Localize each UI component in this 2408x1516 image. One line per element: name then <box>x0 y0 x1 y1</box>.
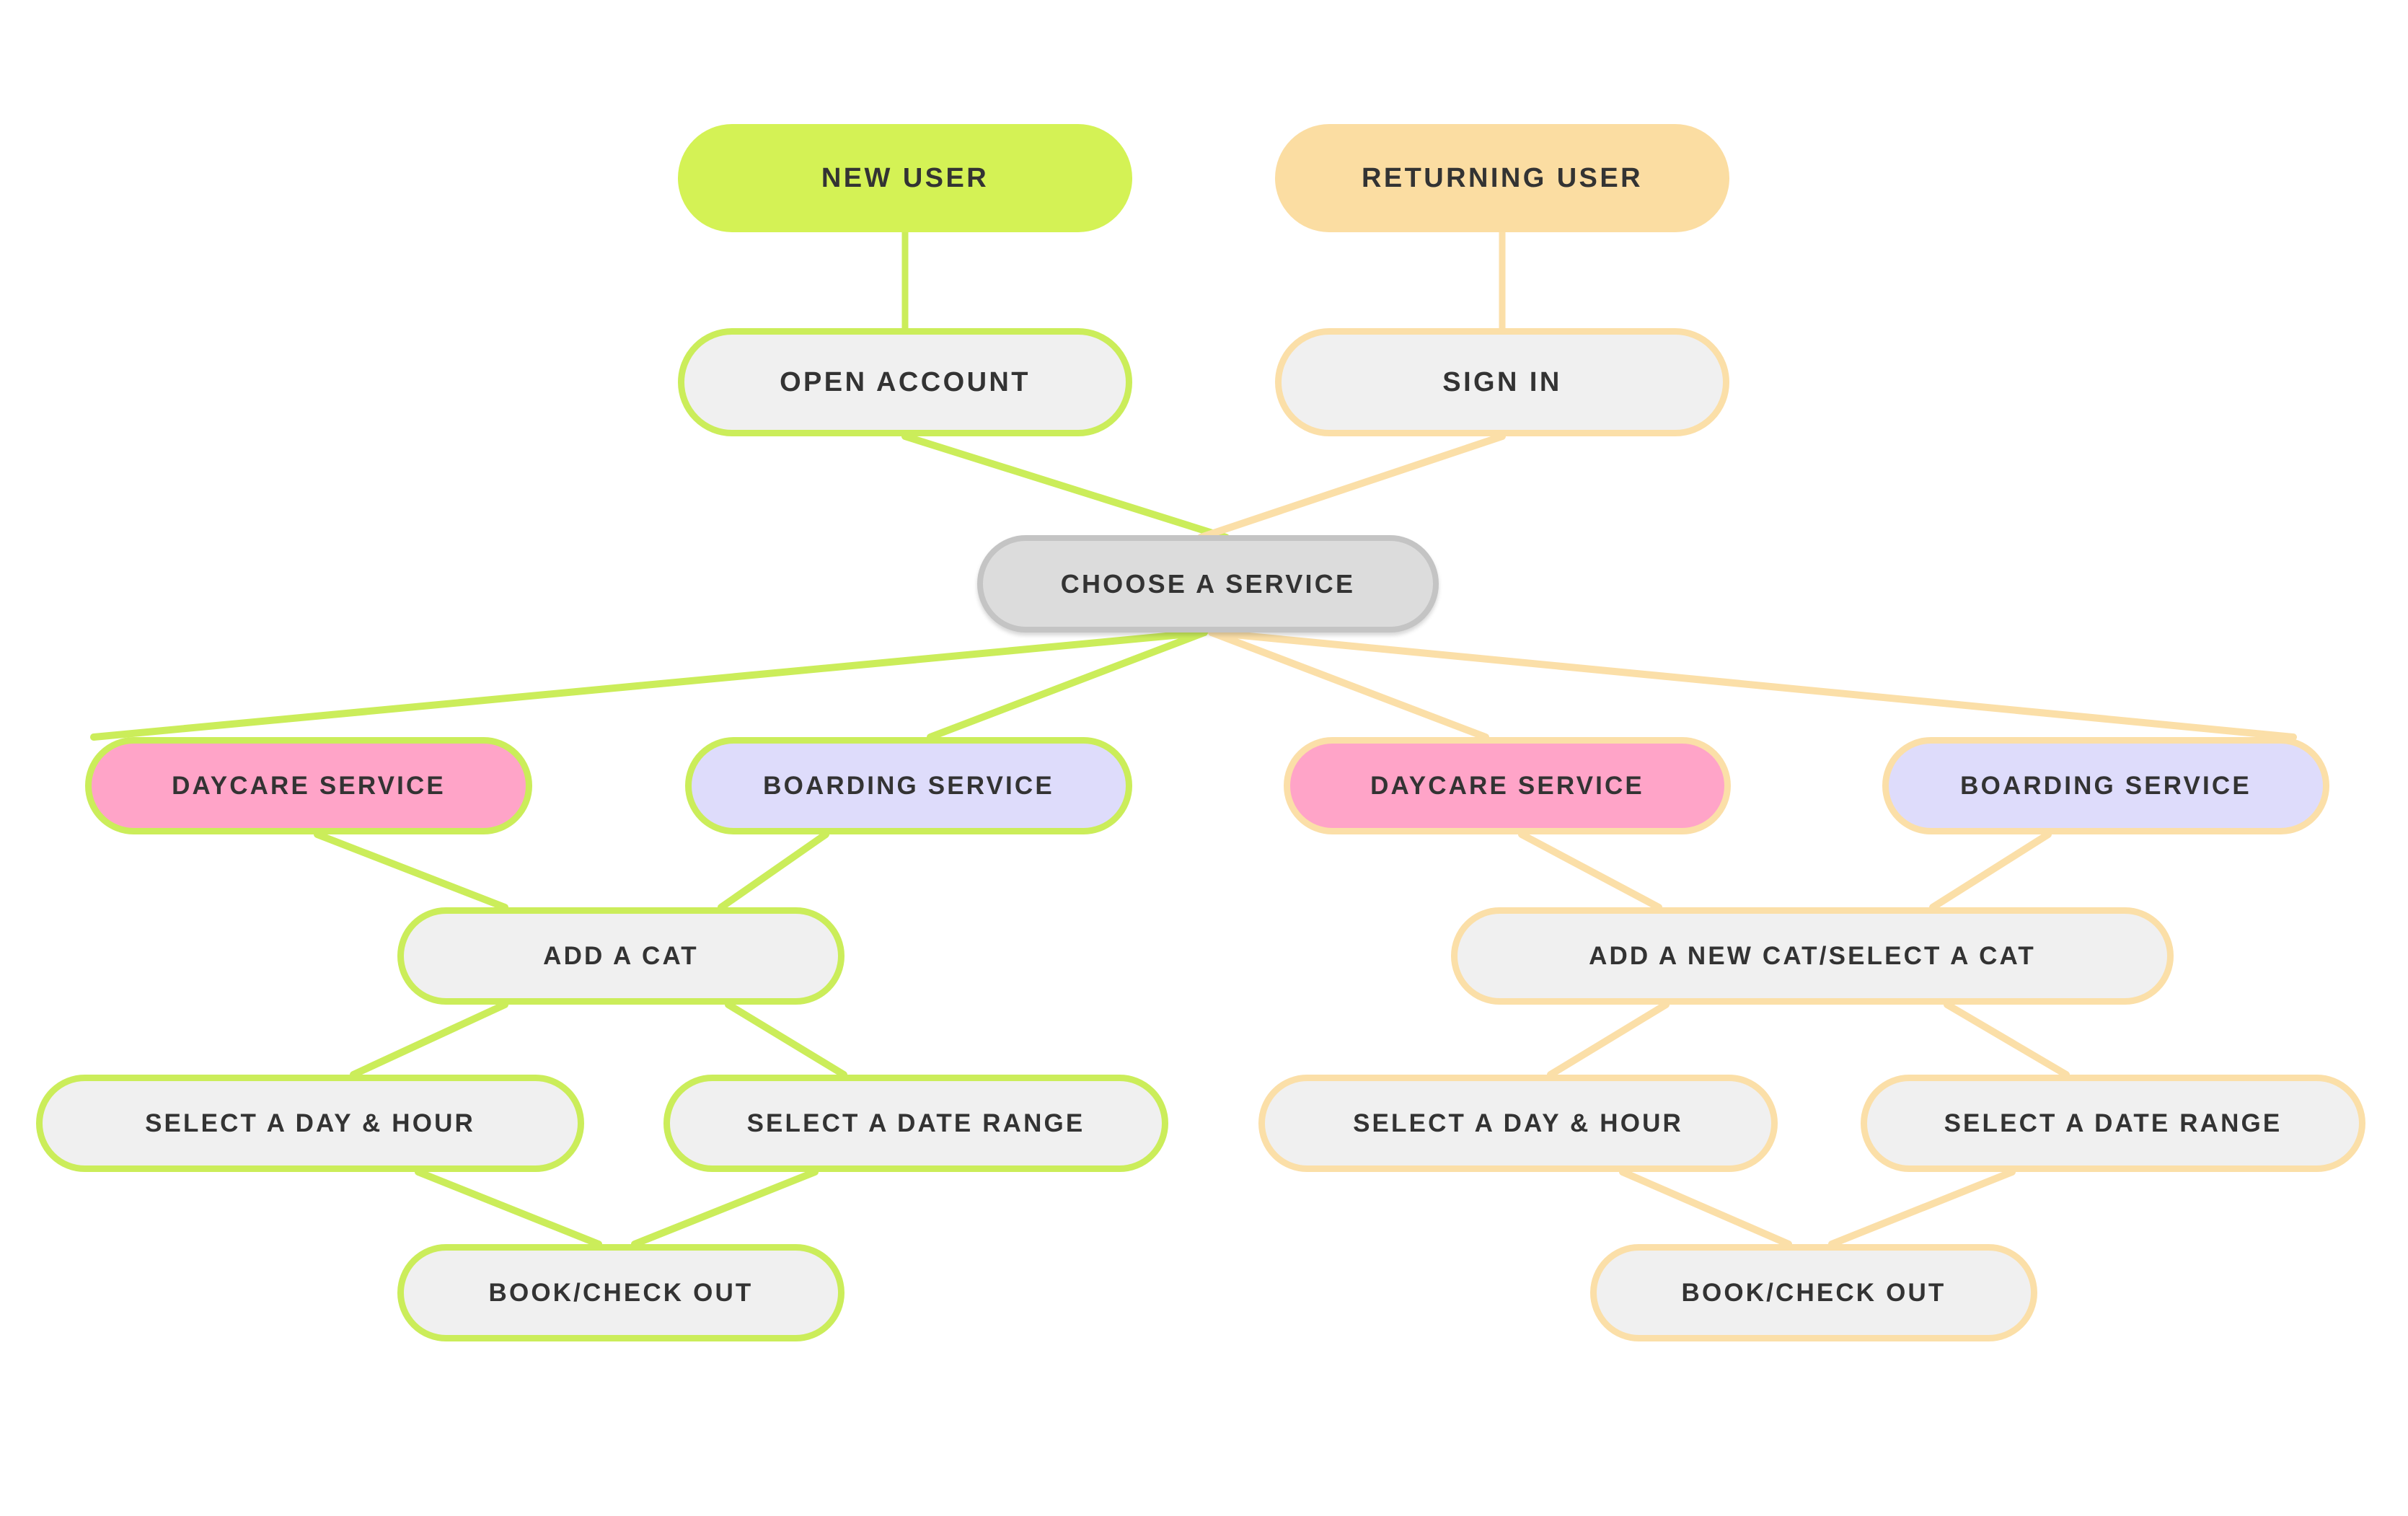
node-label-daycare-service-returning: DAYCARE SERVICE <box>1370 772 1644 800</box>
edge-select-date-range-returning-to-book-check-out-returning <box>1828 1168 2016 1248</box>
node-label-open-account: OPEN ACCOUNT <box>780 367 1031 397</box>
edge-add-a-cat-to-select-date-range-new <box>725 1001 847 1078</box>
node-open-account[interactable]: OPEN ACCOUNT <box>678 328 1132 436</box>
node-label-daycare-service-new: DAYCARE SERVICE <box>172 772 446 800</box>
edge-choose-a-service-to-daycare-service-new <box>90 629 1208 741</box>
node-label-select-day-hour-returning: SELECT A DAY & HOUR <box>1353 1109 1683 1137</box>
node-boarding-service-returning[interactable]: BOARDING SERVICE <box>1882 737 2329 834</box>
node-label-returning-user: RETURNING USER <box>1362 163 1643 193</box>
node-label-select-day-hour-new: SELECT A DAY & HOUR <box>145 1109 475 1137</box>
edge-open-account-to-choose-a-service <box>901 433 1230 541</box>
node-select-date-range-returning[interactable]: SELECT A DATE RANGE <box>1861 1075 2365 1172</box>
node-select-day-hour-returning[interactable]: SELECT A DAY & HOUR <box>1258 1075 1778 1172</box>
node-label-add-a-cat: ADD A CAT <box>543 942 699 970</box>
node-daycare-service-new[interactable]: DAYCARE SERVICE <box>85 737 532 834</box>
edge-add-a-cat-to-select-day-hour-new <box>350 1001 508 1078</box>
node-daycare-service-returning[interactable]: DAYCARE SERVICE <box>1284 737 1731 834</box>
edge-select-day-hour-new-to-book-check-out-new <box>415 1168 602 1248</box>
node-add-new-cat-select-cat[interactable]: ADD A NEW CAT/SELECT A CAT <box>1451 907 2174 1005</box>
node-sign-in[interactable]: SIGN IN <box>1275 328 1729 436</box>
node-label-select-date-range-returning: SELECT A DATE RANGE <box>1944 1109 2283 1137</box>
edge-choose-a-service-to-boarding-service-new <box>927 629 1208 741</box>
edge-select-day-hour-returning-to-book-check-out-returning <box>1619 1168 1792 1248</box>
edge-select-date-range-new-to-book-check-out-new <box>631 1168 819 1248</box>
edge-add-new-cat-select-cat-to-select-day-hour-returning <box>1547 1001 1670 1078</box>
node-label-sign-in: SIGN IN <box>1442 367 1562 397</box>
node-label-boarding-service-new: BOARDING SERVICE <box>763 772 1054 800</box>
node-label-choose-a-service: CHOOSE A SERVICE <box>1060 568 1356 599</box>
node-choose-a-service[interactable]: CHOOSE A SERVICE <box>977 535 1439 633</box>
node-new-user[interactable]: NEW USER <box>678 124 1132 232</box>
node-select-date-range-new[interactable]: SELECT A DATE RANGE <box>663 1075 1168 1172</box>
edge-add-new-cat-select-cat-to-select-date-range-returning <box>1944 1001 2070 1078</box>
node-label-boarding-service-returning: BOARDING SERVICE <box>1960 772 2252 800</box>
edge-choose-a-service-to-daycare-service-returning <box>1208 629 1489 741</box>
node-book-check-out-returning[interactable]: BOOK/CHECK OUT <box>1590 1244 2037 1341</box>
node-label-book-check-out-new: BOOK/CHECK OUT <box>488 1279 754 1307</box>
edge-choose-a-service-to-boarding-service-returning <box>1208 629 2297 741</box>
edge-boarding-service-new-to-add-a-cat <box>718 831 829 911</box>
node-add-a-cat[interactable]: ADD A CAT <box>397 907 844 1005</box>
node-label-add-new-cat-select-cat: ADD A NEW CAT/SELECT A CAT <box>1589 942 2036 970</box>
node-returning-user[interactable]: RETURNING USER <box>1275 124 1729 232</box>
node-label-select-date-range-new: SELECT A DATE RANGE <box>746 1109 1085 1137</box>
edge-daycare-service-new-to-add-a-cat <box>314 831 508 911</box>
node-boarding-service-new[interactable]: BOARDING SERVICE <box>685 737 1132 834</box>
node-label-new-user: NEW USER <box>821 163 989 193</box>
node-book-check-out-new[interactable]: BOOK/CHECK OUT <box>397 1244 844 1341</box>
edge-sign-in-to-choose-a-service <box>1197 433 1506 541</box>
edge-boarding-service-returning-to-add-new-cat-select-cat <box>1929 831 2052 911</box>
node-label-book-check-out-returning: BOOK/CHECK OUT <box>1681 1279 1946 1307</box>
node-select-day-hour-new[interactable]: SELECT A DAY & HOUR <box>36 1075 584 1172</box>
edge-daycare-service-returning-to-add-new-cat-select-cat <box>1518 831 1662 911</box>
